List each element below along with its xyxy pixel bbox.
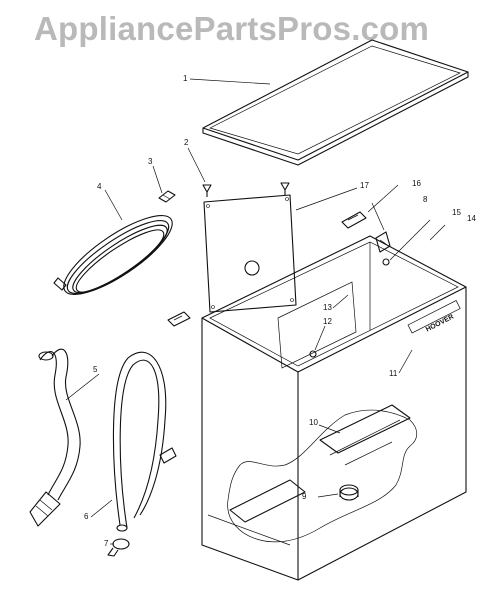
callout-2: 2 xyxy=(184,138,189,147)
part-cabinet xyxy=(201,235,467,581)
callout-1: 1 xyxy=(183,74,188,83)
callout-13: 13 xyxy=(323,303,332,312)
callout-15: 15 xyxy=(452,208,461,217)
watermark-text: AppliancePartsPros.com xyxy=(34,10,430,47)
part-base-cutaway xyxy=(227,404,418,543)
leader-lines xyxy=(65,78,446,545)
callout-7: 7 xyxy=(104,539,109,548)
callout-5: 5 xyxy=(93,365,98,374)
part-top-lid xyxy=(202,39,469,166)
part-fill-hose xyxy=(112,351,177,532)
part-corner-bracket xyxy=(375,231,391,253)
part-motor xyxy=(339,484,359,501)
part-clip xyxy=(158,190,176,203)
callout-14: 14 xyxy=(467,214,476,223)
part-drain-hose xyxy=(29,348,81,527)
callout-10: 10 xyxy=(309,418,318,427)
part-screw xyxy=(202,182,290,197)
callout-4: 4 xyxy=(97,182,102,191)
part-power-cord xyxy=(53,215,173,295)
part-small-fasteners xyxy=(309,258,390,358)
callout-12: 12 xyxy=(323,317,332,326)
part-bracket-right xyxy=(341,211,367,229)
part-rear-panel xyxy=(203,194,297,313)
part-hose-clamp xyxy=(107,538,130,557)
callout-11: 11 xyxy=(389,369,398,378)
part-bracket-left xyxy=(167,311,191,327)
callout-3: 3 xyxy=(148,157,153,166)
callout-17: 17 xyxy=(360,181,369,190)
callout-6: 6 xyxy=(84,512,89,521)
callout-8: 8 xyxy=(423,195,428,204)
callout-16: 16 xyxy=(412,179,421,188)
callout-9: 9 xyxy=(302,492,307,501)
